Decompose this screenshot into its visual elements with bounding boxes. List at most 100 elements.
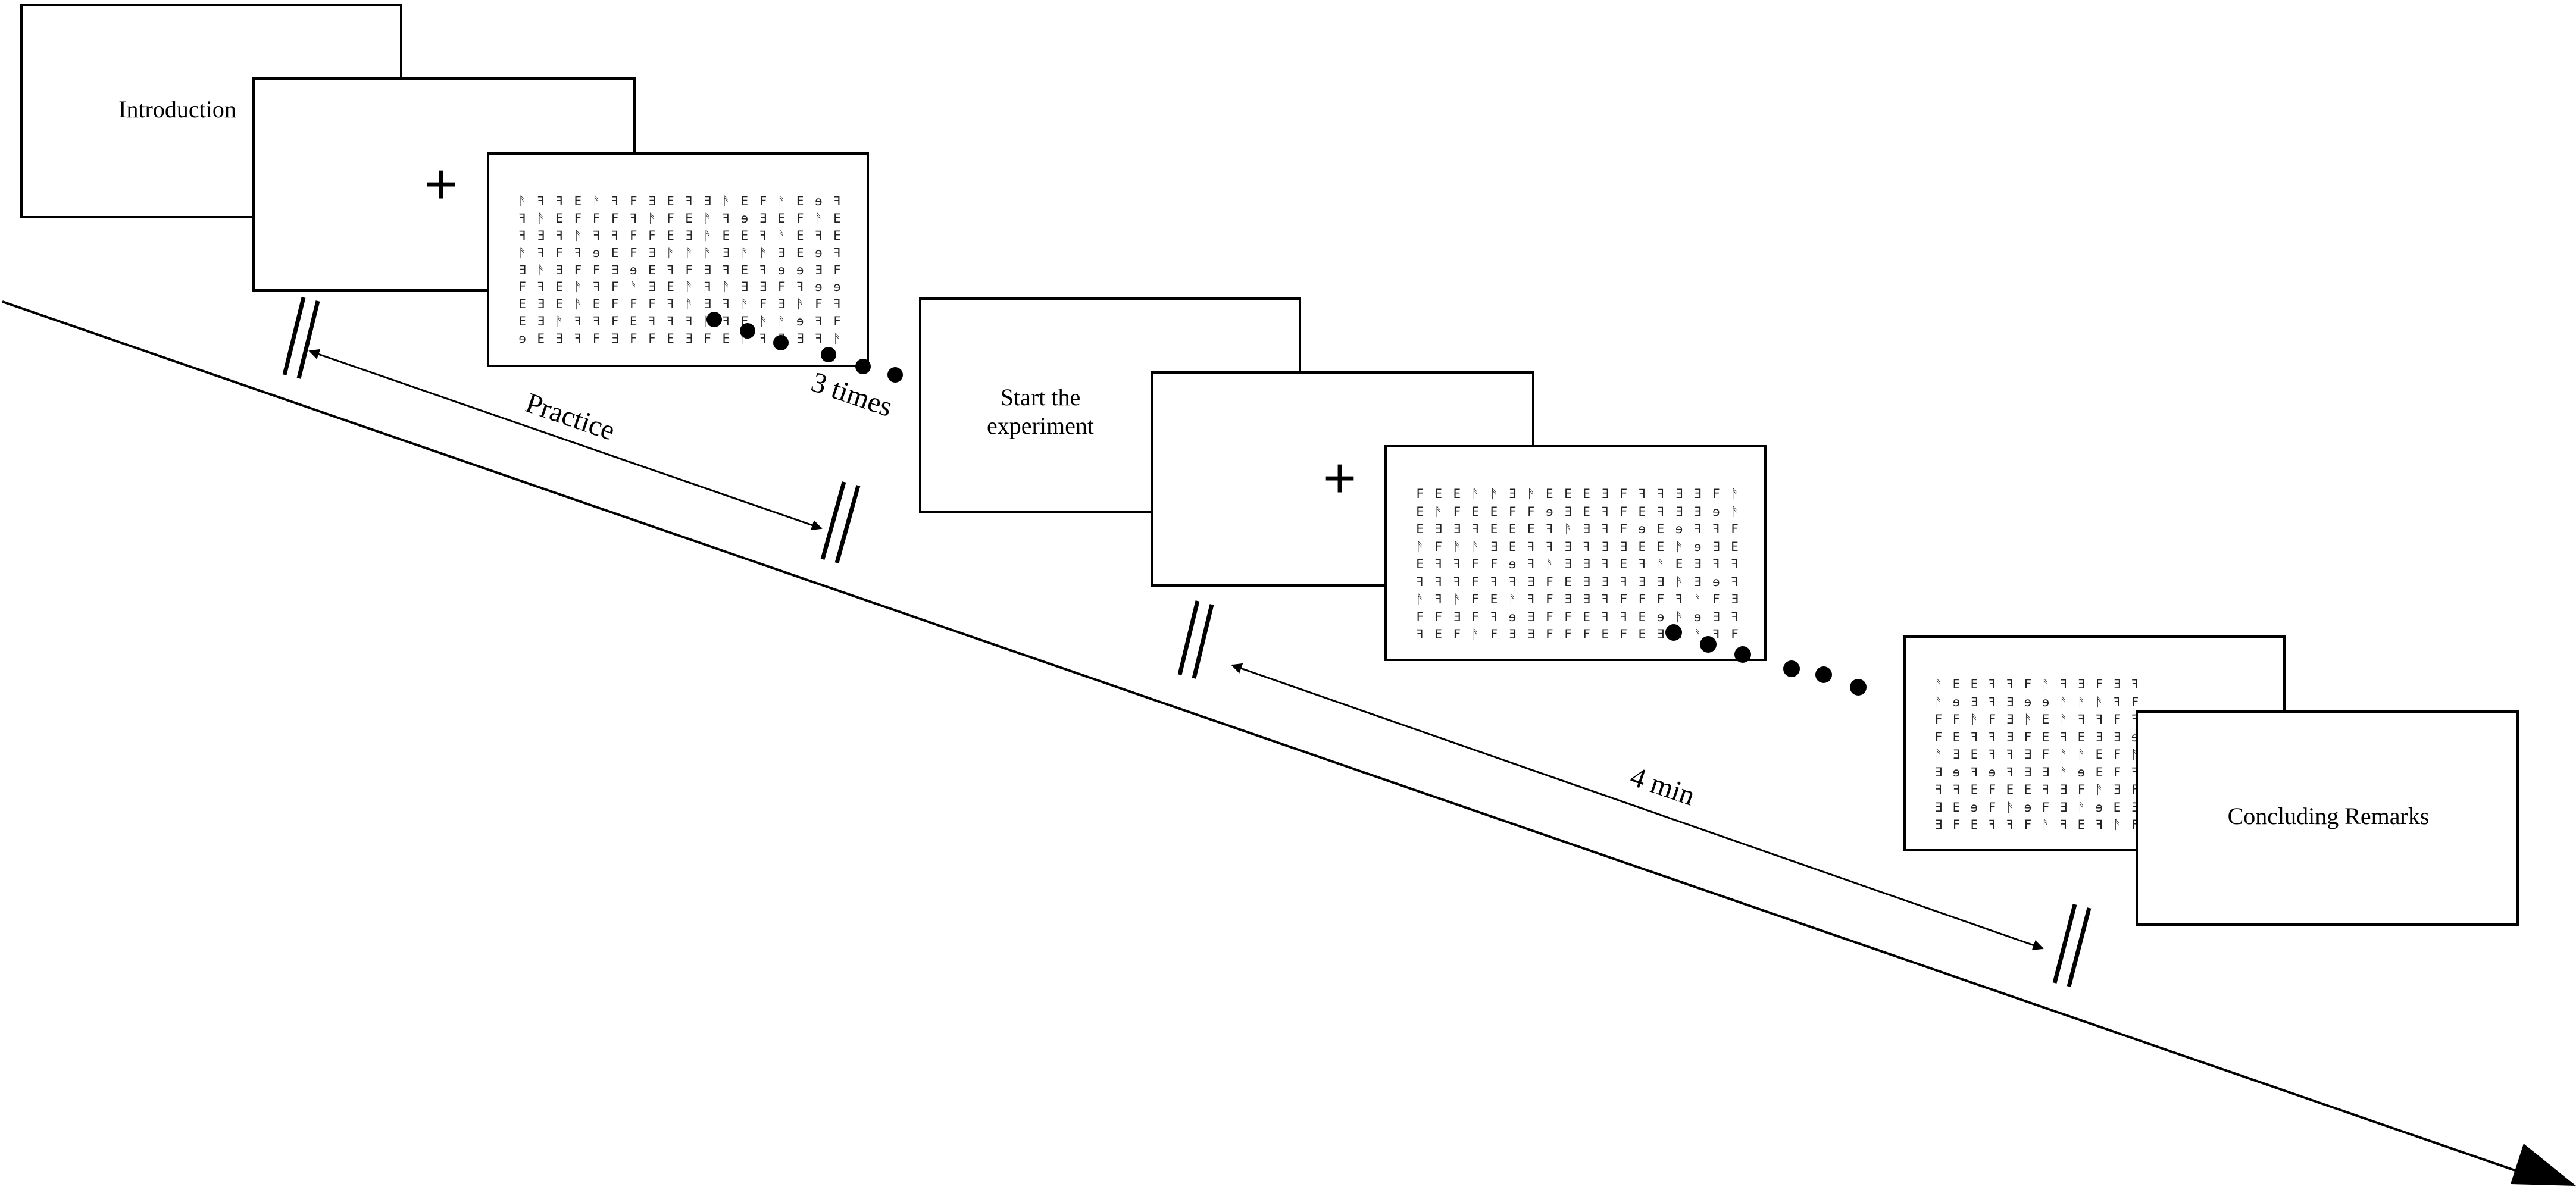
stimulus-glyph: ɘ	[1693, 539, 1702, 554]
stimulus-glyph: ɘ	[1675, 522, 1683, 537]
stimulus-glyph: ꟻ	[574, 245, 582, 260]
fixation-cross: +	[1323, 446, 1357, 510]
stimulus-glyph: ꟻ	[1731, 574, 1739, 589]
stimulus-glyph: Ǝ	[648, 280, 656, 295]
stimulus-glyph: F	[648, 297, 656, 312]
stimulus-glyph: ᚫ	[2095, 782, 2103, 797]
stimulus-glyph: F	[629, 331, 637, 346]
stimulus-glyph: Ǝ	[704, 194, 711, 208]
stimulus-glyph: ᚫ	[648, 211, 656, 226]
duration-label: 4 min	[1626, 760, 1699, 812]
stimulus-glyph: ᚫ	[1693, 627, 1702, 642]
stimulus-glyph: ꟻ	[1638, 557, 1646, 572]
stimulus-glyph: E	[667, 280, 674, 295]
stimulus-glyph: F	[629, 228, 637, 243]
stimulus-glyph: ꟻ	[685, 314, 693, 329]
stimulus-glyph: ꟻ	[833, 194, 841, 208]
stimulus-glyph: E	[1434, 627, 1442, 642]
stimulus-glyph: ꟻ	[1731, 557, 1739, 572]
stimulus-glyph: ᚫ	[685, 280, 693, 295]
stimulus-glyph: F	[574, 262, 582, 277]
stimulus-glyph: ꟻ	[630, 211, 637, 226]
stimulus-glyph: Ǝ	[777, 245, 786, 260]
stimulus-glyph: ꟻ	[1527, 592, 1535, 607]
stimulus-glyph: ᚫ	[1693, 592, 1702, 607]
time-axis-arrowhead	[2511, 1144, 2576, 1186]
stimulus-glyph: Ǝ	[1564, 504, 1572, 519]
stimulus-glyph: Ǝ	[1656, 574, 1665, 589]
stimulus-glyph: ꟻ	[2059, 677, 2068, 691]
stimulus-glyph: F	[1564, 609, 1572, 624]
stimulus-glyph: ᚫ	[2113, 818, 2121, 832]
stimulus-glyph: ᚫ	[1675, 574, 1683, 589]
stimulus-glyph: Ǝ	[1583, 574, 1590, 589]
stimulus-glyph: Ǝ	[1601, 574, 1609, 589]
stimulus-glyph: ꟻ	[1527, 539, 1535, 554]
stimulus-glyph: ᚫ	[574, 228, 582, 243]
stimulus-glyph: Ǝ	[1583, 592, 1590, 607]
stimulus-glyph: ɘ	[833, 280, 841, 295]
stimulus-glyph: ꟻ	[2131, 677, 2139, 691]
stimulus-glyph: ꟻ	[815, 331, 823, 346]
stimulus-glyph: E	[722, 331, 730, 346]
stimulus-glyph: ꟻ	[722, 314, 730, 329]
stimulus-glyph: ꟻ	[611, 194, 619, 208]
stimulus-glyph: ᚫ	[740, 297, 749, 312]
practice-ellipsis	[706, 312, 903, 383]
stimulus-glyph: ᚫ	[740, 245, 749, 260]
stimulus-glyph: ᚫ	[537, 211, 545, 226]
stimulus-glyph: ᚫ	[1471, 487, 1480, 501]
stimulus-glyph: ᚫ	[2042, 818, 2050, 832]
stimulus-glyph: F	[1638, 592, 1646, 607]
stimulus-glyph: Ǝ	[611, 262, 619, 277]
stimulus-glyph: E	[1508, 539, 1517, 554]
stimulus-glyph: ꟻ	[2113, 694, 2121, 709]
stimulus-glyph: ꟻ	[2042, 782, 2050, 797]
stimulus-glyph: ɘ	[1545, 504, 1553, 519]
stimulus-glyph: E	[1583, 504, 1590, 519]
stimulus-glyph: F	[759, 194, 767, 208]
stimulus-glyph: Ǝ	[1601, 487, 1609, 501]
stimulus-glyph: ɘ	[740, 211, 749, 226]
stimulus-glyph: F	[814, 297, 823, 312]
stimulus-glyph: F	[2113, 765, 2121, 779]
stimulus-glyph: E	[1490, 592, 1498, 607]
stimulus-glyph: ɘ	[629, 262, 637, 277]
stimulus-glyph: ᚫ	[574, 297, 582, 312]
stimulus-glyph: E	[2042, 729, 2050, 744]
stimulus-glyph: Ǝ	[1564, 557, 1572, 572]
stimulus-glyph: ꟻ	[592, 228, 601, 243]
stimulus-glyph: E	[667, 331, 674, 346]
stimulus-glyph: E	[1490, 522, 1498, 537]
stimulus-glyph: ꟻ	[1416, 627, 1424, 642]
stimulus-glyph: ᚫ	[685, 245, 693, 260]
stimulus-glyph: F	[555, 245, 564, 260]
stimulus-glyph: E	[1453, 487, 1461, 501]
stimulus-glyph: E	[796, 245, 804, 260]
stimulus-glyph: ꟻ	[1601, 592, 1609, 607]
stimulus-glyph: E	[1731, 539, 1739, 554]
stimulus-glyph: ꟻ	[1416, 574, 1424, 589]
stimulus-glyph: ɘ	[814, 194, 823, 208]
concluding-screen: Concluding Remarks	[2136, 710, 2519, 926]
stimulus-glyph: F	[611, 280, 619, 295]
stimulus-glyph: Ǝ	[648, 245, 656, 260]
stimulus-glyph: Ǝ	[1731, 592, 1739, 607]
stimulus-glyph: E	[1656, 539, 1665, 554]
stimulus-glyph: ɘ	[518, 331, 526, 346]
stimulus-glyph: ꟻ	[1527, 557, 1535, 572]
stimulus-glyph: ɘ	[1712, 504, 1720, 519]
stimulus-glyph: F	[1712, 592, 1720, 607]
stimulus-glyph: ᚫ	[1453, 592, 1461, 607]
stimulus-glyph: ᚫ	[1656, 557, 1665, 572]
stimulus-glyph: E	[1545, 487, 1553, 501]
stimulus-glyph: ꟻ	[1490, 574, 1498, 589]
break-mark	[2052, 904, 2092, 987]
stimulus-glyph: ᚫ	[2059, 747, 2068, 762]
stimulus-glyph: ꟻ	[648, 314, 656, 329]
stimulus-glyph: F	[1620, 487, 1628, 501]
stimulus-glyph: F	[648, 228, 656, 243]
stimulus-glyph: F	[2042, 747, 2050, 762]
stimulus-glyph: F	[704, 331, 711, 346]
